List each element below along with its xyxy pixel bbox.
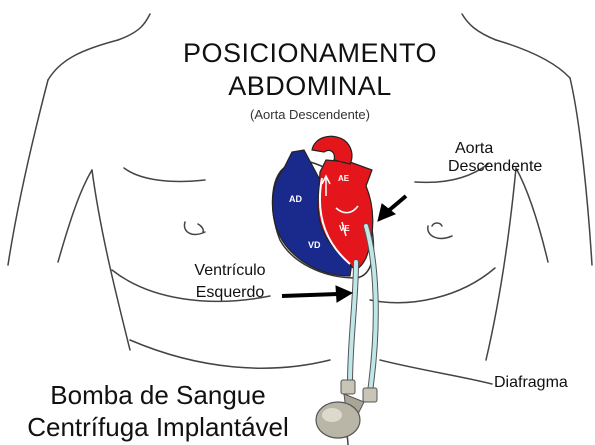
- arm-left-outer: [8, 80, 48, 265]
- label-aorta-line-2: Descendente: [448, 159, 542, 175]
- aortic-arch: [312, 136, 352, 164]
- title-line-2: ABDOMINAL: [228, 73, 392, 100]
- subtitle: (Aorta Descendente): [250, 108, 370, 121]
- heart: AD VD AE VE: [272, 136, 373, 278]
- heart-label-ad: AD: [289, 194, 302, 204]
- diaphragm-line-right: [380, 360, 492, 384]
- arm-right-inner: [516, 168, 548, 262]
- label-diaphragm: Diafragma: [494, 375, 568, 391]
- heart-label-vd: VD: [308, 240, 321, 250]
- diaphragm-line-left: [130, 340, 330, 368]
- pump-body-highlight: [322, 408, 342, 422]
- chest-line-left: [124, 168, 205, 182]
- neck-left: [118, 14, 150, 40]
- title-line-1: POSICIONAMENTO: [183, 40, 437, 67]
- pump-connector-left: [341, 380, 355, 394]
- ventricle-arrow-line: [282, 294, 338, 296]
- arm-left-inner: [58, 170, 92, 262]
- label-aorta-line-1: Aorta: [455, 141, 493, 157]
- shoulder-right: [496, 40, 570, 78]
- label-ventricle-line-1: Ventrículo: [194, 263, 265, 279]
- torso-right-side: [486, 168, 516, 360]
- ventricle-arrow-head: [336, 286, 352, 302]
- label-pump-line-2: Centrífuga Implantável: [27, 414, 289, 440]
- pump-connector-right: [363, 388, 377, 402]
- pump: [316, 380, 377, 438]
- label-pump-line-1: Bomba de Sangue: [50, 382, 265, 408]
- torso-left-side: [92, 170, 130, 350]
- neck-right: [462, 14, 496, 40]
- pectoral-right: [370, 268, 495, 303]
- label-ventricle-line-2: Esquerdo: [196, 285, 265, 301]
- heart-label-ve: VE: [339, 224, 350, 233]
- shoulder-left: [48, 40, 118, 80]
- nipple-right: [428, 223, 452, 238]
- heart-label-ae: AE: [338, 174, 350, 183]
- arm-right-outer: [570, 78, 592, 265]
- nipple-left: [184, 222, 205, 234]
